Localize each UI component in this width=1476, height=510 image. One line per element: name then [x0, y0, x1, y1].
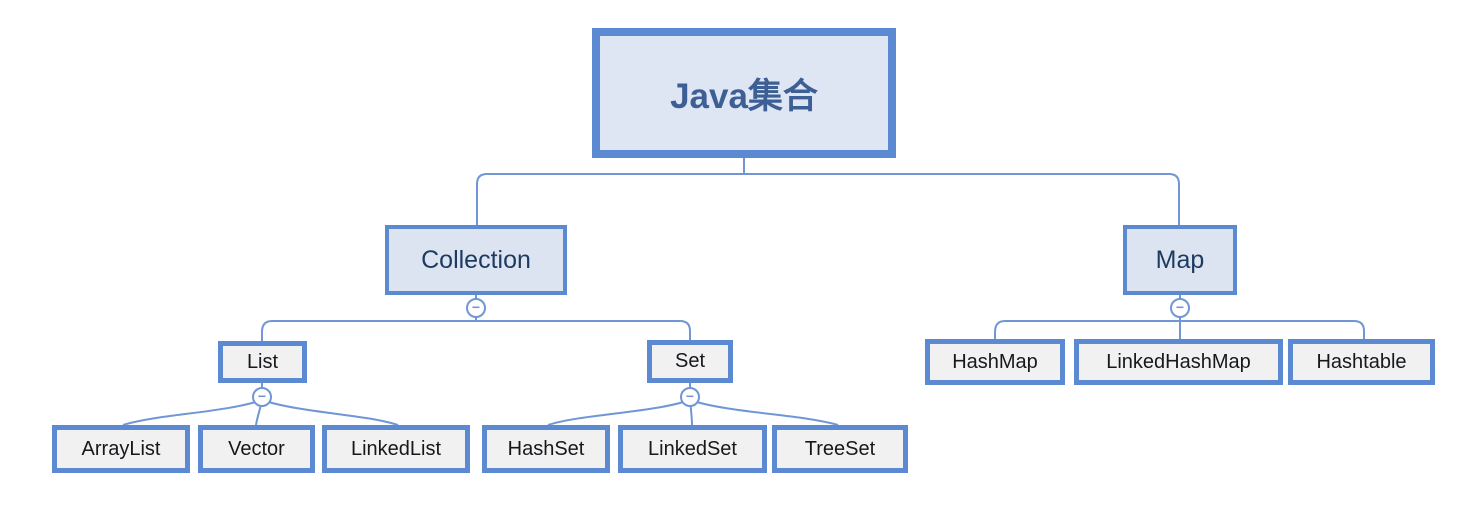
connector-collection-to-children — [261, 320, 691, 341]
node-linkedlist[interactable]: LinkedList — [322, 425, 470, 473]
node-linkedset[interactable]: LinkedSet — [618, 425, 767, 473]
node-arraylist[interactable]: ArrayList — [52, 425, 190, 473]
node-set[interactable]: Set — [647, 340, 733, 383]
node-collection[interactable]: Collection — [385, 225, 567, 295]
node-map[interactable]: Map — [1123, 225, 1237, 295]
connector-set-to-treeset — [689, 399, 839, 426]
collapse-button-list[interactable]: − — [252, 387, 272, 407]
node-treeset[interactable]: TreeSet — [772, 425, 908, 473]
node-hashset[interactable]: HashSet — [482, 425, 610, 473]
collapse-button-set[interactable]: − — [680, 387, 700, 407]
node-list[interactable]: List — [218, 341, 307, 383]
connector-list-to-linkedlist — [261, 399, 399, 426]
node-hashmap[interactable]: HashMap — [925, 339, 1065, 385]
node-linkedhashmap[interactable]: LinkedHashMap — [1074, 339, 1283, 385]
connector-list-to-arraylist — [122, 399, 263, 426]
connector-root-to-branches — [476, 173, 1180, 225]
collapse-button-map[interactable]: − — [1170, 298, 1190, 318]
node-vector[interactable]: Vector — [198, 425, 315, 473]
connector-map-to-children — [994, 320, 1365, 339]
node-hashtable[interactable]: Hashtable — [1288, 339, 1435, 385]
connector-set-to-hashset — [547, 399, 691, 426]
collapse-button-collection[interactable]: − — [466, 298, 486, 318]
node-java-collections[interactable]: Java集合 — [592, 28, 896, 158]
